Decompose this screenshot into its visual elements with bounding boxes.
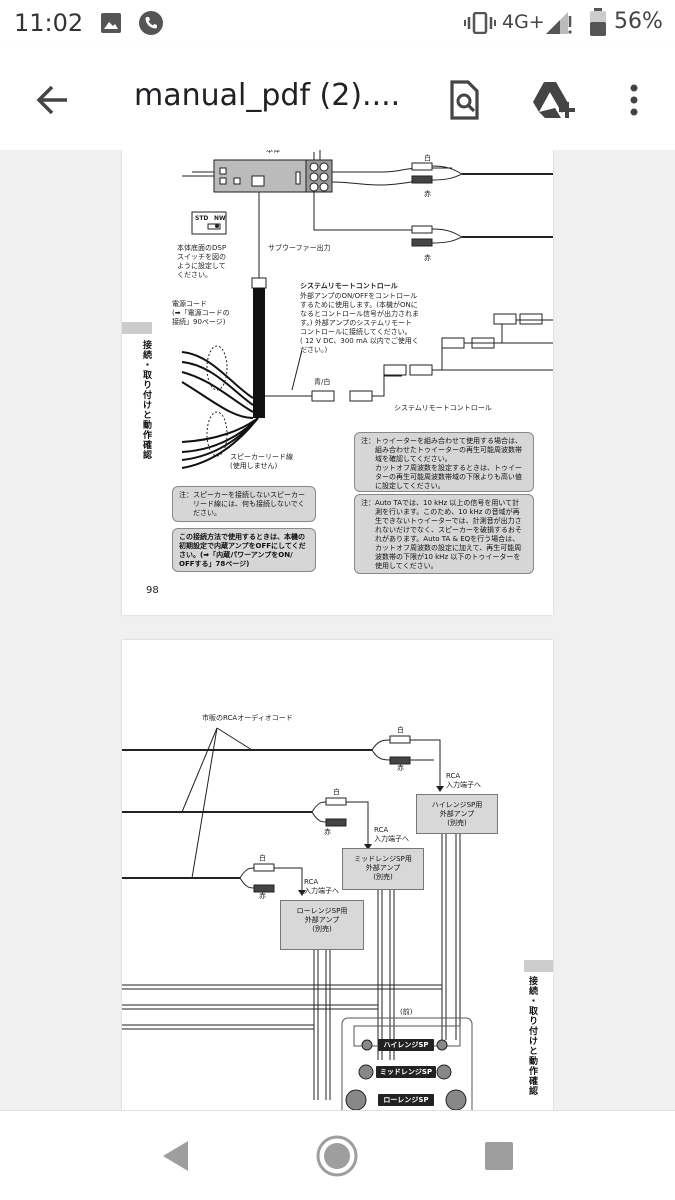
- add-to-drive-icon: [533, 82, 575, 118]
- white-label-p2-3: 白: [259, 854, 266, 862]
- signal-icon: [546, 12, 572, 34]
- vibrate-icon: [464, 12, 496, 34]
- battery-percent: 56%: [614, 9, 663, 34]
- dsp-note: 本体底面のDSP スイッチを図の ように設定して ください。: [177, 244, 227, 279]
- note-internal-amp: この接続方法で使用するときは、本機の 初期設定で内蔵アンプをOFFにしてくだ さ…: [172, 528, 316, 572]
- navigation-bar: [0, 1110, 675, 1200]
- red-label: 赤: [424, 190, 431, 198]
- recents-square-icon: [485, 1142, 513, 1170]
- nav-home-button[interactable]: [312, 1131, 362, 1181]
- note-unused-speaker: 注：スピーカーを接続しないスピーカー リード線には、何も接続しないでく ださい。: [172, 486, 316, 522]
- phone-icon: [139, 11, 163, 35]
- arrow-back-icon: [36, 85, 67, 115]
- section-tab-2: 接続・取り付けと動作確認: [527, 976, 537, 1096]
- dsp-switch-nw: NW: [214, 215, 226, 222]
- document-title: manual_pdf (2)....: [134, 78, 401, 113]
- app-bar: manual_pdf (2)....: [0, 48, 675, 150]
- nav-recents-button[interactable]: [474, 1131, 524, 1181]
- system-remote-title: システムリモートコントロール: [300, 282, 398, 290]
- back-triangle-icon: [163, 1141, 188, 1171]
- red-label-p2-2: 赤: [324, 828, 331, 836]
- status-time: 11:02: [14, 9, 84, 37]
- white-label: 白: [424, 154, 431, 162]
- rca-cord-label: 市販のRCAオーディオコード: [202, 714, 293, 722]
- dsp-switch-std: STD: [195, 215, 209, 222]
- pdf-viewer[interactable]: 本体 STD NW 本体底面のDSP スイッチを図の ように設定して ください。…: [0, 150, 675, 1110]
- page-number: 98: [146, 585, 159, 596]
- more-vert-icon: [630, 84, 638, 116]
- network-type: 4G+: [502, 11, 545, 33]
- speaker-lead-label: スピーカーリード線 (使用しません): [230, 453, 293, 470]
- search-document-button[interactable]: [438, 74, 490, 126]
- section-tab-1: 接続・取り付けと動作確認: [141, 340, 151, 460]
- note-tweeter: 注：トゥイーターを組み合わせて使用する場合は、 組み合わせたトゥイーターの再生可…: [354, 432, 534, 492]
- system-remote-desc: 外部アンプのON/OFFをコントロール するために使用します。(本機がONに な…: [300, 292, 419, 354]
- search-document-icon: [450, 80, 479, 120]
- add-to-drive-button[interactable]: [528, 74, 580, 126]
- blue-white-label: 青/白: [314, 378, 331, 386]
- red-label-2: 赤: [424, 254, 431, 262]
- head-unit-label: 本体: [266, 150, 280, 154]
- high-range-sp-label: ハイレンジSP: [378, 1039, 434, 1051]
- wiring-diagram-2: [122, 727, 553, 1110]
- back-button[interactable]: [26, 74, 78, 126]
- red-label-p2-1: 赤: [397, 764, 404, 772]
- low-range-sp-label: ローレンジSP: [378, 1094, 434, 1106]
- home-circle-icon: [316, 1135, 358, 1177]
- status-bar: 11:02 4G+ 56%: [0, 0, 675, 48]
- white-label-p2-2: 白: [333, 788, 340, 796]
- subwoofer-output-label: サブウーファー出力: [268, 244, 331, 252]
- rca-input-label-3: RCA 入力端子へ: [304, 878, 339, 895]
- note-auto-ta: 注：Auto TAでは、10 kHz 以上の信号を用いて計 測を行います。このた…: [354, 494, 534, 574]
- white-label-p2-1: 白: [397, 726, 404, 734]
- power-cord-label: 電源コード (➡「電源コードの 接続」90ページ): [172, 300, 230, 326]
- mid-range-sp-label: ミッドレンジSP: [376, 1066, 436, 1078]
- more-options-button[interactable]: [608, 74, 660, 126]
- pdf-page-98: 本体 STD NW 本体底面のDSP スイッチを図の ように設定して ください。…: [122, 150, 553, 615]
- mid-range-amp: ミッドレンジSP用 外部アンプ (別売): [342, 848, 424, 890]
- red-label-p2-3: 赤: [259, 892, 266, 900]
- wiring-diagram-1: [122, 150, 553, 469]
- image-icon: [101, 13, 121, 33]
- rca-input-label-1: RCA 入力端子へ: [446, 772, 481, 789]
- nav-back-button[interactable]: [150, 1131, 200, 1181]
- front-label: (前): [400, 1008, 413, 1016]
- low-range-amp: ローレンジSP用 外部アンプ (別売): [280, 900, 364, 950]
- rca-input-label-2: RCA 入力端子へ: [374, 826, 409, 843]
- high-range-amp: ハイレンジSP用 外部アンプ (別売): [416, 794, 498, 834]
- system-remote-label: システムリモートコントロール: [394, 404, 492, 412]
- pdf-page-99: 市販のRCAオーディオコード 白 赤 白 赤 白 赤 RCA 入力端子へ RCA…: [122, 640, 553, 1110]
- battery-icon: [590, 8, 606, 36]
